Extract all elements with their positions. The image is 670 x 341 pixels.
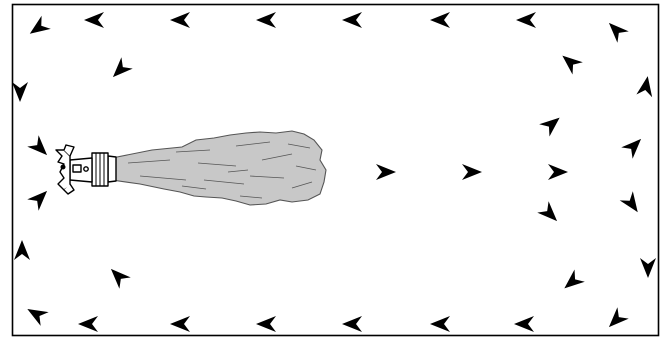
arrowhead-icon	[462, 164, 482, 180]
arrowhead-icon	[539, 111, 565, 137]
arrowhead-icon	[376, 164, 396, 180]
arrowhead-icon	[107, 57, 133, 83]
arrowhead-icon	[430, 12, 450, 28]
arrowhead-icon	[27, 185, 53, 211]
arrowhead-icon	[619, 191, 645, 217]
arrowhead-icon	[342, 316, 362, 332]
arrowhead-icon	[27, 135, 53, 161]
arrowhead-icon	[23, 302, 49, 326]
arrowhead-icon	[603, 17, 629, 43]
arrowhead-icon	[25, 15, 51, 41]
arrowhead-icon	[514, 316, 534, 332]
arrowhead-icon	[430, 316, 450, 332]
arrowhead-icon	[603, 307, 629, 333]
arrowhead-icon	[548, 164, 568, 180]
arrowhead-icon	[516, 12, 536, 28]
arrowhead-icon	[105, 263, 131, 289]
arrowhead-icon	[12, 82, 28, 102]
hose-nozzle-icon	[55, 144, 117, 195]
arrowhead-icon	[557, 49, 583, 75]
arrowhead-icon	[170, 12, 190, 28]
arrowhead-icon	[256, 12, 276, 28]
arrowhead-icon	[342, 12, 362, 28]
arrowhead-icon	[537, 201, 563, 227]
arrowhead-icon	[256, 316, 276, 332]
arrowhead-icon	[621, 133, 647, 159]
arrowhead-icon	[170, 316, 190, 332]
arrowhead-icon	[636, 74, 656, 98]
arrowhead-icon	[78, 316, 98, 332]
arrowhead-icon	[84, 12, 104, 28]
arrowhead-icon	[559, 269, 585, 295]
arrowhead-icon	[640, 258, 656, 278]
diagram-frame	[11, 3, 660, 337]
arrowhead-icon	[14, 240, 30, 260]
spray-plume	[111, 130, 327, 206]
